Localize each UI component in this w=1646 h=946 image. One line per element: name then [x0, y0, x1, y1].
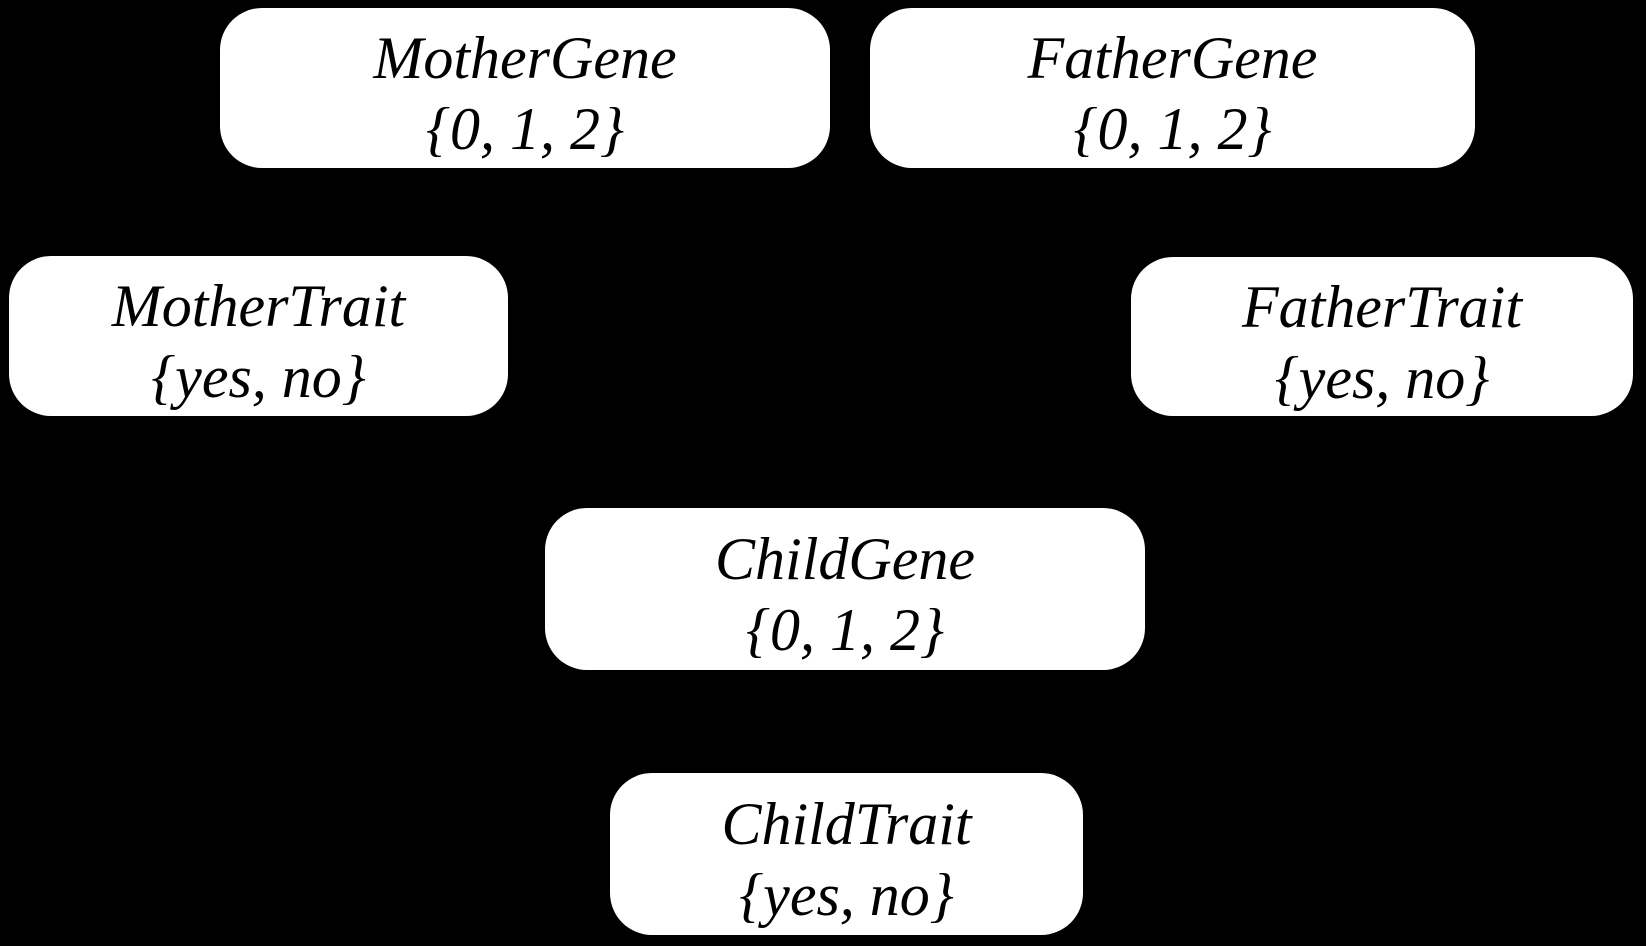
node-child-gene-values: {0, 1, 2} [746, 597, 944, 663]
node-father-gene: FatherGene {0, 1, 2} [870, 8, 1475, 168]
node-mother-gene: MotherGene {0, 1, 2} [220, 8, 830, 168]
node-child-trait: ChildTrait {yes, no} [610, 773, 1083, 935]
node-father-trait-label: FatherTrait [1241, 273, 1523, 340]
node-father-trait: FatherTrait {yes, no} [1131, 257, 1633, 416]
node-mother-trait-label: MotherTrait [111, 273, 406, 339]
node-mother-trait: MotherTrait {yes, no} [9, 256, 508, 416]
node-father-gene-label: FatherGene [1027, 25, 1318, 91]
node-mother-gene-label: MotherGene [373, 25, 677, 91]
node-child-trait-label: ChildTrait [721, 791, 972, 857]
node-mother-trait-values: {yes, no} [151, 344, 366, 410]
node-child-gene-label: ChildGene [715, 526, 975, 592]
node-child-trait-values: {yes, no} [739, 862, 954, 928]
node-father-trait-values: {yes, no} [1274, 344, 1490, 411]
node-mother-gene-values: {0, 1, 2} [426, 96, 624, 162]
node-child-gene: ChildGene {0, 1, 2} [545, 508, 1145, 670]
node-father-gene-values: {0, 1, 2} [1073, 96, 1272, 162]
